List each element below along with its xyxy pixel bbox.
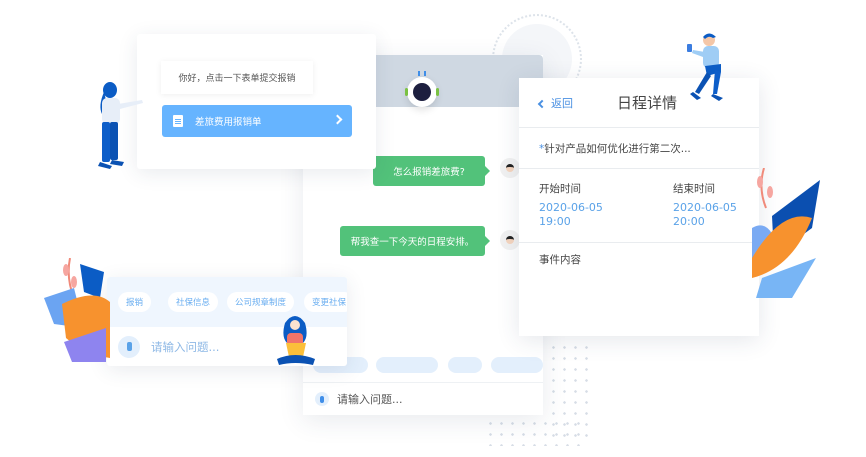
question-input[interactable]: 请输入问题... xyxy=(107,327,347,366)
woman-standing-illustration xyxy=(98,82,143,169)
suggestion-chip[interactable] xyxy=(376,357,438,373)
decorative-leaves-left xyxy=(44,258,110,362)
tag-social-security[interactable]: 社保信息 xyxy=(168,292,219,312)
user-avatar xyxy=(500,230,520,250)
woman-laptop-illustration xyxy=(277,316,315,365)
greeting-message: 你好，点击一下表单提交报销 xyxy=(161,61,313,94)
end-date: 2020-06-05 xyxy=(673,201,737,214)
microphone-icon[interactable] xyxy=(118,335,140,358)
chat-input[interactable]: 请输入问题... xyxy=(303,382,543,415)
question-input-placeholder: 请输入问题... xyxy=(151,339,220,354)
document-icon xyxy=(173,115,183,127)
robot-icon xyxy=(405,71,439,107)
schedule-detail-card: 返回 日程详情 *针对产品如何优化进行第二次... 开始时间 2020-06-0… xyxy=(519,78,759,336)
chevron-right-icon xyxy=(332,114,343,125)
start-time-label: 开始时间 xyxy=(539,183,581,195)
tag-reimbursement[interactable]: 报销 xyxy=(118,292,152,312)
form-card: 你好，点击一下表单提交报销 差旅费用报销单 xyxy=(137,34,376,169)
tag-bar: 报销 社保信息 公司规章制度 变更社保 xyxy=(107,277,347,327)
divider xyxy=(519,168,759,169)
form-button-label: 差旅费用报销单 xyxy=(195,117,262,128)
page-title: 日程详情 xyxy=(617,94,678,112)
suggestion-chip[interactable] xyxy=(448,357,482,373)
microphone-icon[interactable] xyxy=(315,392,329,406)
quick-question-card: 报销 社保信息 公司规章制度 变更社保 请输入问题... xyxy=(107,277,347,366)
chat-message-bubble: 怎么报销差旅费? xyxy=(373,156,490,186)
decorative-dot-grid xyxy=(485,418,585,446)
man-with-phone-illustration xyxy=(687,33,723,101)
tag-company-rules[interactable]: 公司规章制度 xyxy=(227,292,295,312)
event-content-label: 事件内容 xyxy=(539,254,581,266)
back-label: 返回 xyxy=(551,97,573,110)
start-date: 2020-06-05 xyxy=(539,201,603,214)
back-button[interactable]: 返回 xyxy=(537,95,573,111)
start-time: 19:00 xyxy=(539,215,571,228)
decorative-leaves-right xyxy=(752,168,820,298)
chat-message-bubble: 帮我查一下今天的日程安排。 xyxy=(340,226,490,256)
tag-change-social-security[interactable]: 变更社保 xyxy=(304,292,347,312)
event-title: *针对产品如何优化进行第二次... xyxy=(539,143,691,155)
travel-expense-form-button[interactable]: 差旅费用报销单 xyxy=(162,105,352,137)
end-time-label: 结束时间 xyxy=(673,183,715,195)
chat-input-placeholder: 请输入问题... xyxy=(337,393,403,406)
chevron-left-icon xyxy=(537,99,547,108)
detail-header: 返回 日程详情 xyxy=(519,78,759,128)
suggestion-chip[interactable] xyxy=(491,357,543,373)
user-avatar xyxy=(500,158,520,178)
end-time: 20:00 xyxy=(673,215,705,228)
divider xyxy=(519,242,759,243)
